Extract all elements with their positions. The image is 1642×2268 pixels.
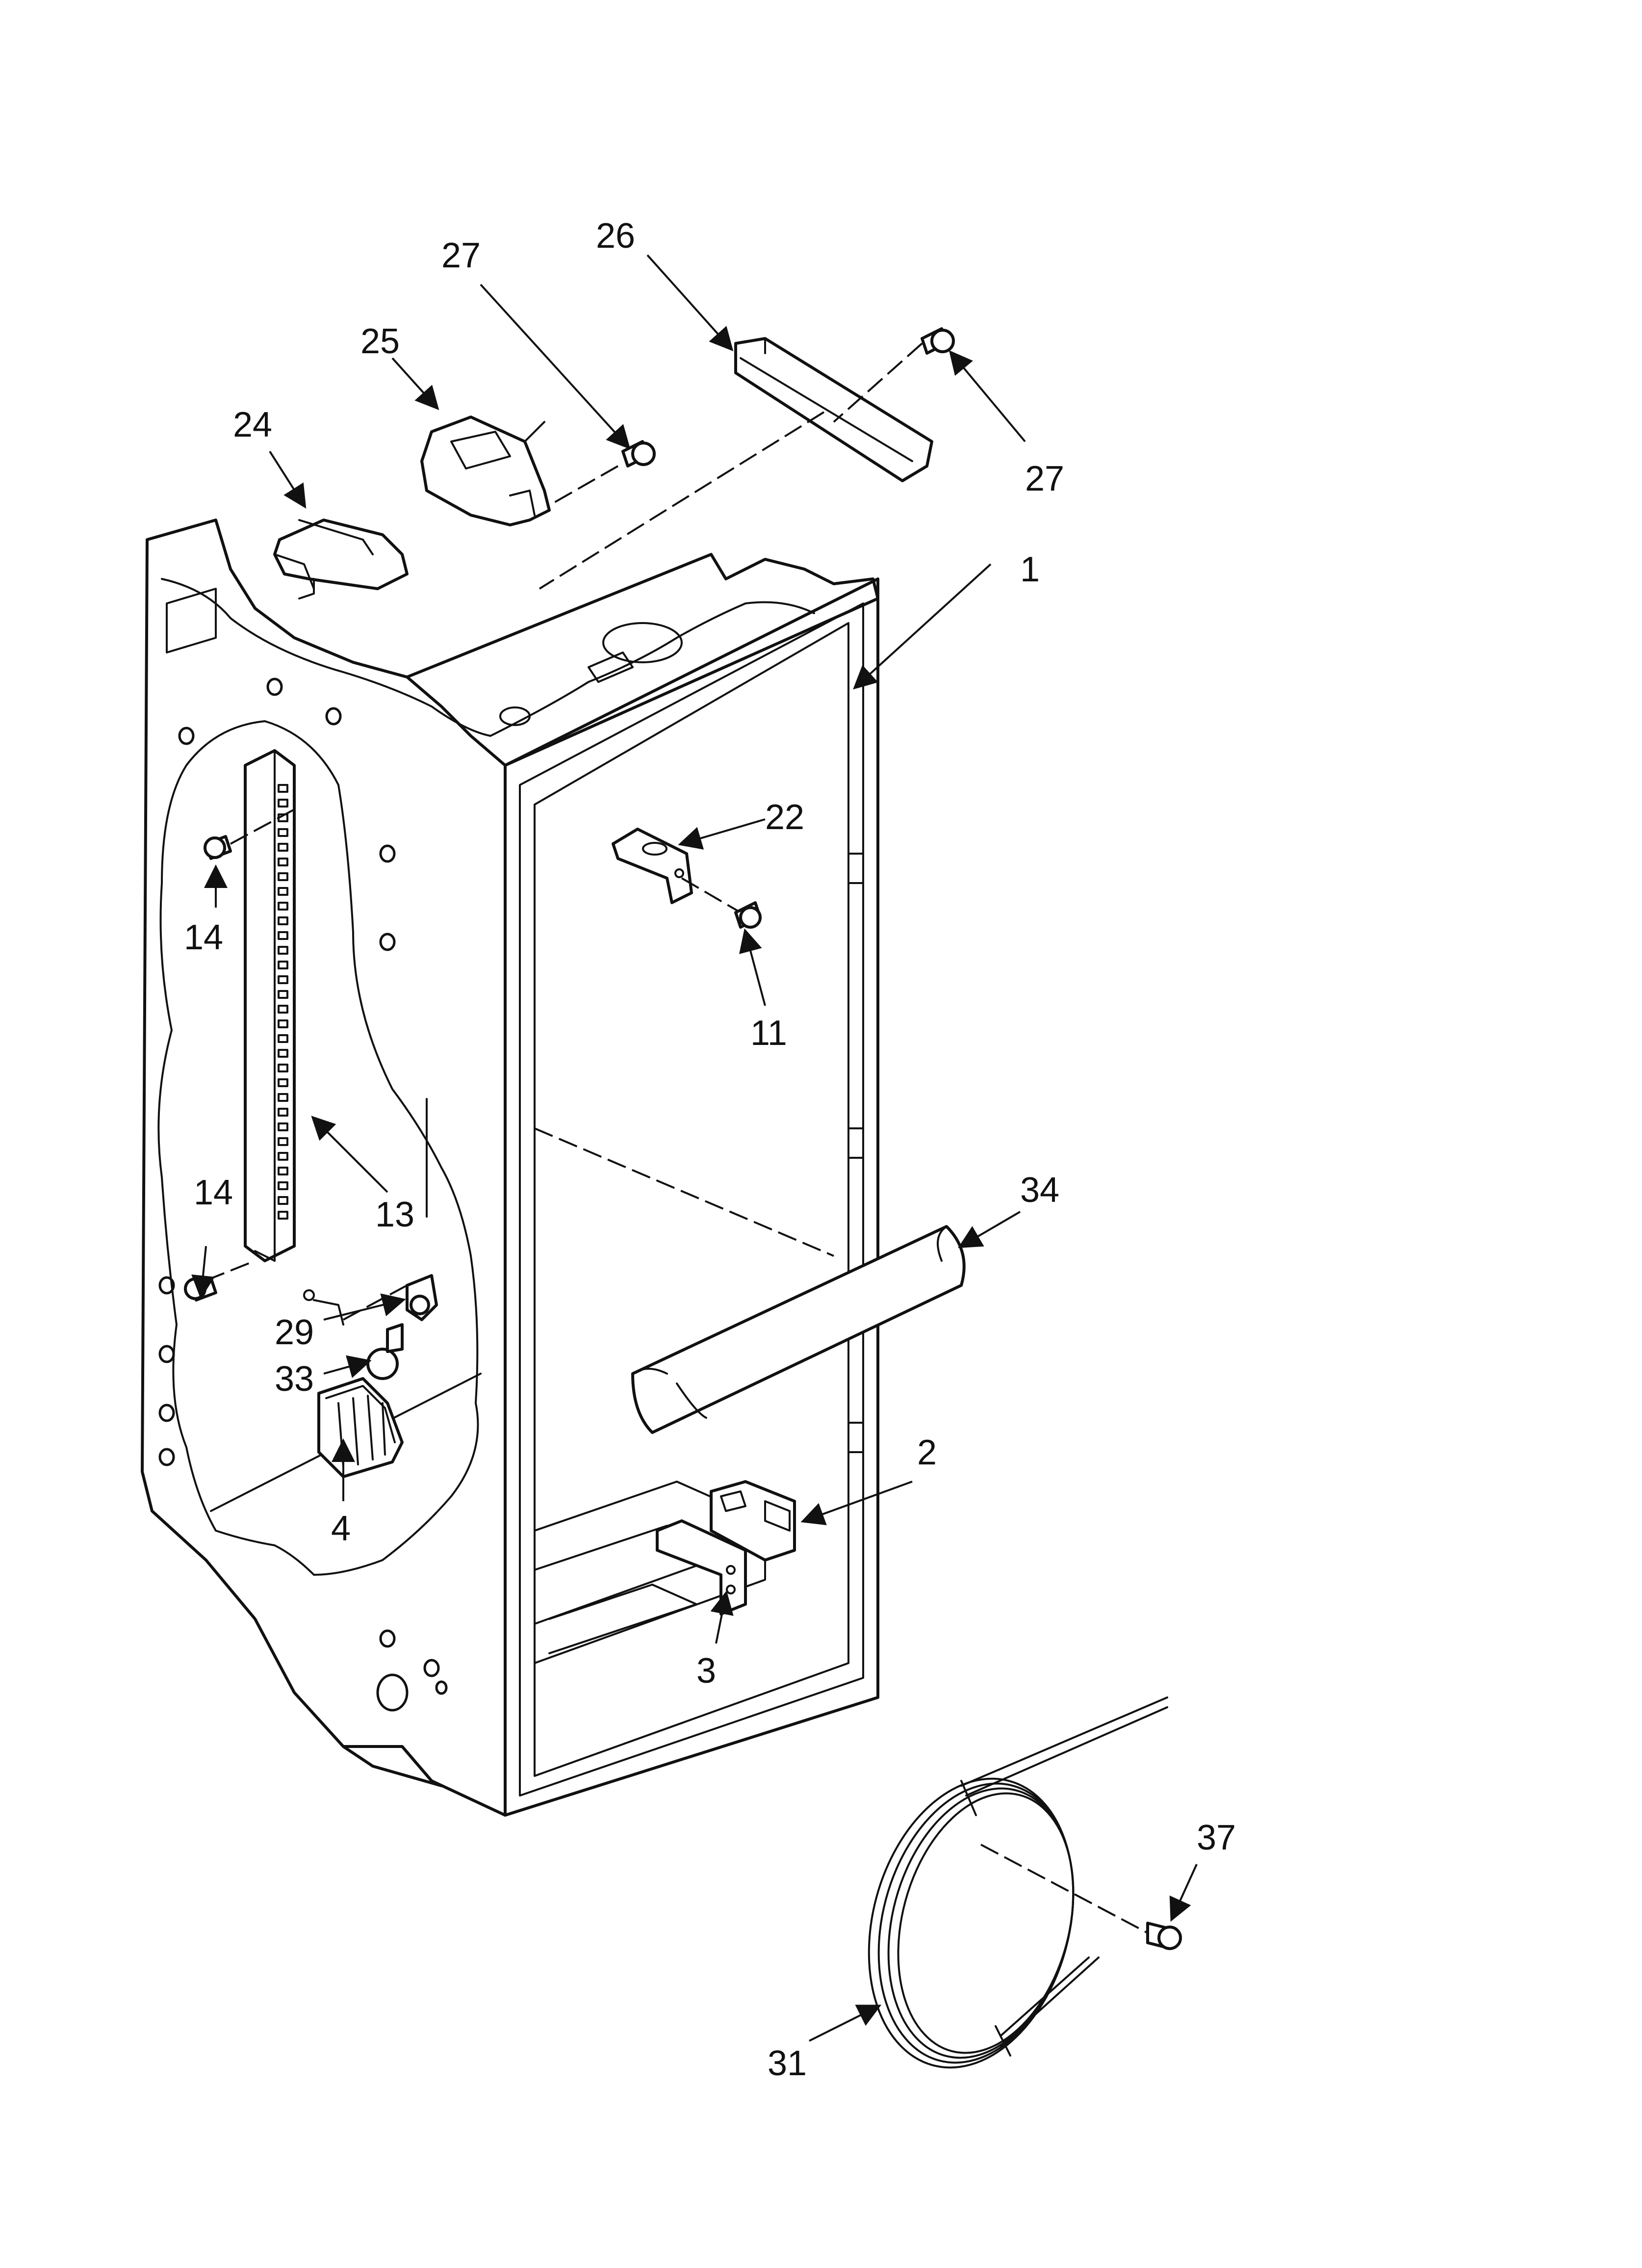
callout-4: 4 — [331, 1509, 351, 1548]
rail-slot — [278, 1122, 288, 1131]
rail-slot — [278, 799, 288, 808]
rail-slot — [278, 902, 288, 911]
rail-slot — [278, 1019, 288, 1028]
screw-14-lower — [184, 1260, 256, 1302]
temperature-control — [273, 519, 409, 600]
callout-1: 1 — [1020, 550, 1040, 589]
screw-37 — [980, 1844, 1182, 1950]
callout-3: 3 — [696, 1651, 716, 1691]
callout-37: 37 — [1197, 1818, 1236, 1857]
rail-slot — [278, 858, 288, 866]
rail-slot — [278, 1078, 288, 1087]
callout-27-right: 27 — [1025, 459, 1064, 498]
callout-14-lower: 14 — [194, 1173, 233, 1212]
control-housing — [420, 416, 551, 526]
bracket-22 — [612, 828, 693, 904]
rail-slot — [278, 872, 288, 881]
rail-slot — [278, 1167, 288, 1175]
callout-25: 25 — [360, 322, 400, 361]
callout-22: 22 — [765, 798, 804, 837]
rail-slot — [278, 975, 288, 984]
rail-slot — [278, 1064, 288, 1072]
callout-11: 11 — [750, 1014, 787, 1053]
callout-13: 13 — [375, 1195, 414, 1234]
callout-24: 24 — [233, 405, 272, 444]
light-bulb — [366, 1323, 404, 1380]
hinge-bar — [539, 337, 933, 590]
rail-slot — [278, 1196, 288, 1205]
leader-lines — [191, 254, 1198, 2042]
rail-slot — [278, 887, 288, 896]
rail-slot — [278, 1034, 288, 1043]
rail-slot — [278, 946, 288, 955]
callout-27-left: 27 — [441, 236, 481, 275]
shelf-rail — [244, 749, 296, 1262]
screw-14-upper — [204, 808, 295, 860]
callout-31: 31 — [768, 2044, 807, 2083]
rail-slot — [278, 1093, 288, 1102]
rail-slot — [278, 1108, 288, 1117]
callout-33: 33 — [275, 1359, 314, 1399]
rail-slot — [278, 784, 288, 793]
tubing-coil — [868, 1696, 1168, 2069]
rail-slot — [278, 990, 288, 999]
callout-14-upper: 14 — [184, 918, 223, 957]
callout-2: 2 — [917, 1433, 937, 1472]
cabinet-liner — [141, 519, 879, 1817]
rail-slot — [278, 1211, 288, 1220]
light-shield — [317, 1377, 404, 1478]
rail-slot — [278, 1152, 288, 1161]
air-duct — [631, 1225, 966, 1434]
rail-slot — [278, 1049, 288, 1058]
callout-labels: 1 2 3 4 11 13 14 14 22 24 25 26 27 27 29… — [184, 216, 1236, 2083]
rail-slot — [278, 916, 288, 925]
bracket-2 — [710, 1480, 796, 1562]
rail-slot — [278, 1005, 288, 1014]
callout-34: 34 — [1020, 1171, 1059, 1210]
rail-slot — [278, 828, 288, 837]
callout-26: 26 — [596, 216, 635, 256]
rail-slot — [278, 1181, 288, 1190]
screw-11 — [681, 877, 762, 929]
callout-29: 29 — [275, 1313, 314, 1352]
rail-slot — [278, 961, 288, 969]
rail-slot — [278, 931, 288, 940]
screw-27-left — [549, 440, 656, 506]
rail-slot — [278, 843, 288, 852]
rail-slot — [278, 1137, 288, 1146]
light-socket — [303, 1274, 438, 1326]
screw-27-right — [833, 327, 955, 423]
